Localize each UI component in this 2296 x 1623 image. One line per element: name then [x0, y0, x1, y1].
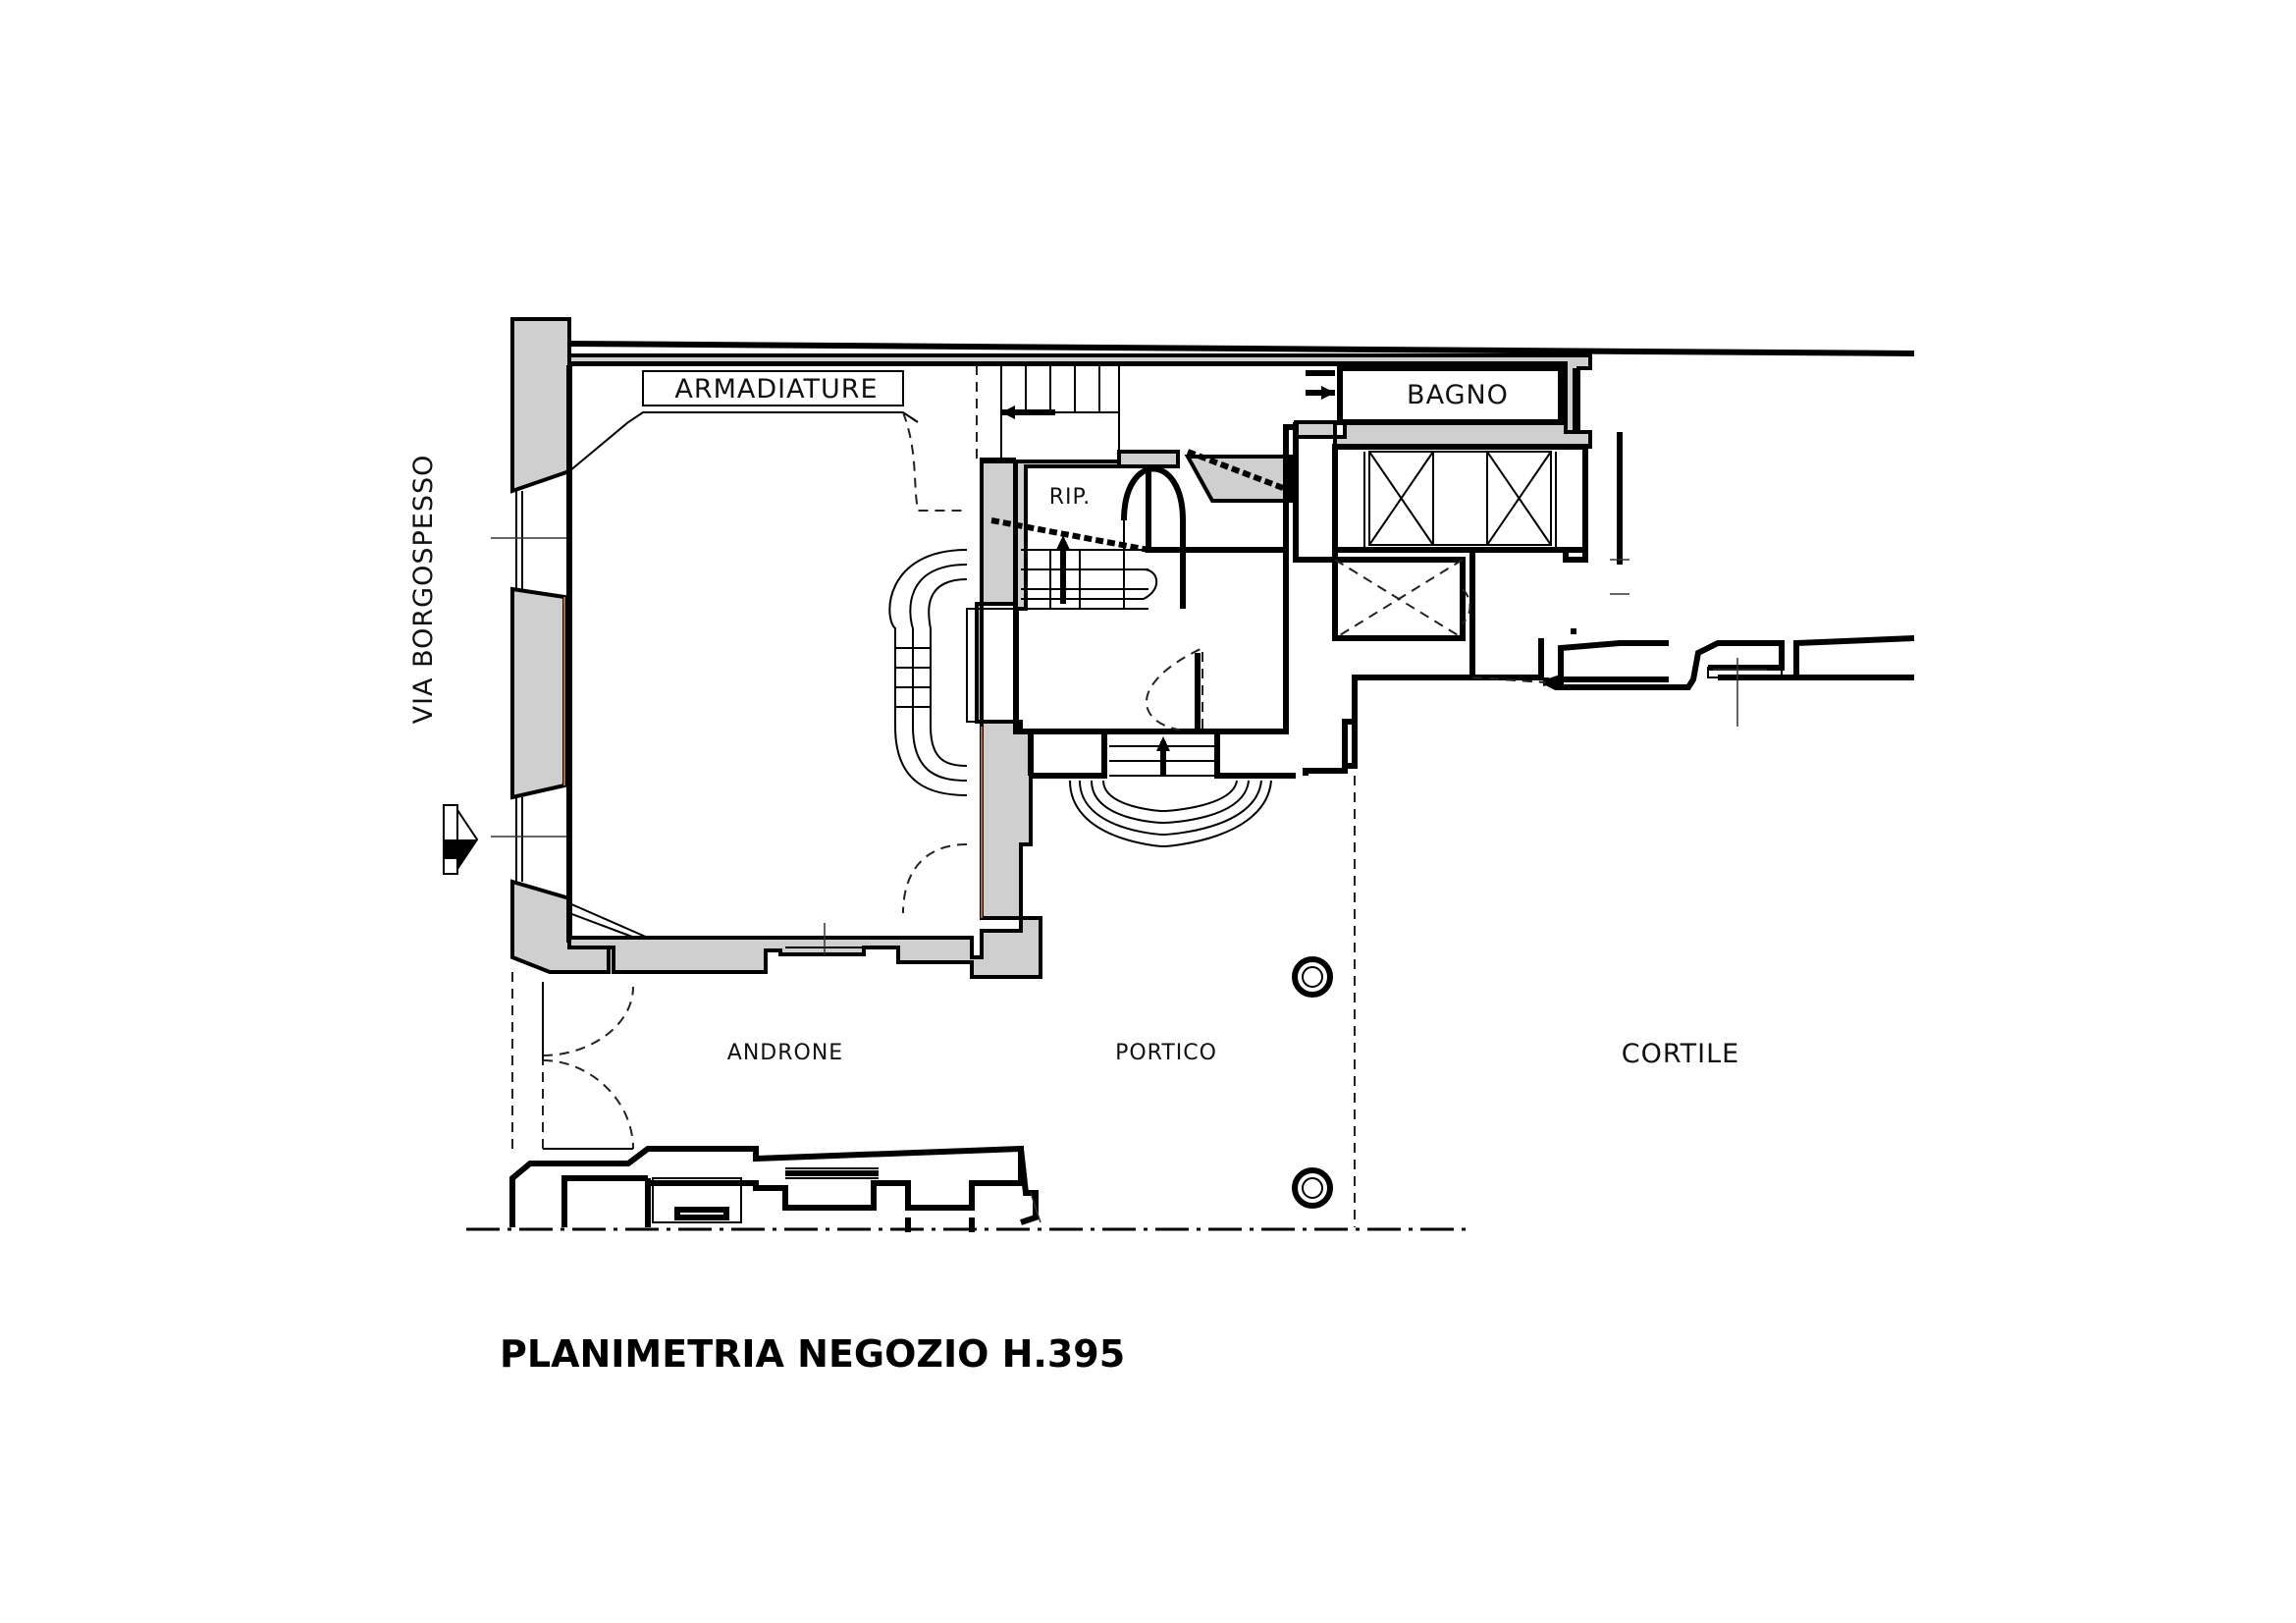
curved-stair — [888, 549, 968, 796]
east-block — [1293, 365, 1592, 776]
far-east — [1471, 368, 1915, 727]
label-armadiature: ARMADIATURE — [674, 374, 878, 405]
column-icon — [1292, 1167, 1333, 1209]
street-label: VIA BORGOSPESSO — [408, 455, 439, 725]
label-rip: RIP. — [1049, 485, 1092, 510]
column-icon — [1292, 956, 1333, 998]
south-wall — [509, 1145, 1041, 1232]
west-wall — [491, 317, 611, 974]
label-androne: ANDRONE — [727, 1041, 843, 1065]
page-title: PLANIMETRIA NEGOZIO H.395 — [500, 1332, 1125, 1376]
entry-steps — [1021, 729, 1296, 848]
label-portico: PORTICO — [1115, 1041, 1217, 1065]
upper-stair — [976, 365, 1120, 461]
androne-gate — [511, 972, 634, 1150]
label-cortile: CORTILE — [1622, 1039, 1739, 1069]
north-arrow-icon — [443, 804, 479, 875]
shop-doors — [902, 411, 968, 914]
label-bagno: BAGNO — [1407, 380, 1509, 410]
shop-room — [566, 365, 972, 944]
shop-south-wall — [567, 916, 1042, 979]
portico-boundary — [1306, 722, 1358, 1227]
stair-core — [990, 449, 1293, 734]
stair-arrow-icon — [1056, 535, 1070, 604]
